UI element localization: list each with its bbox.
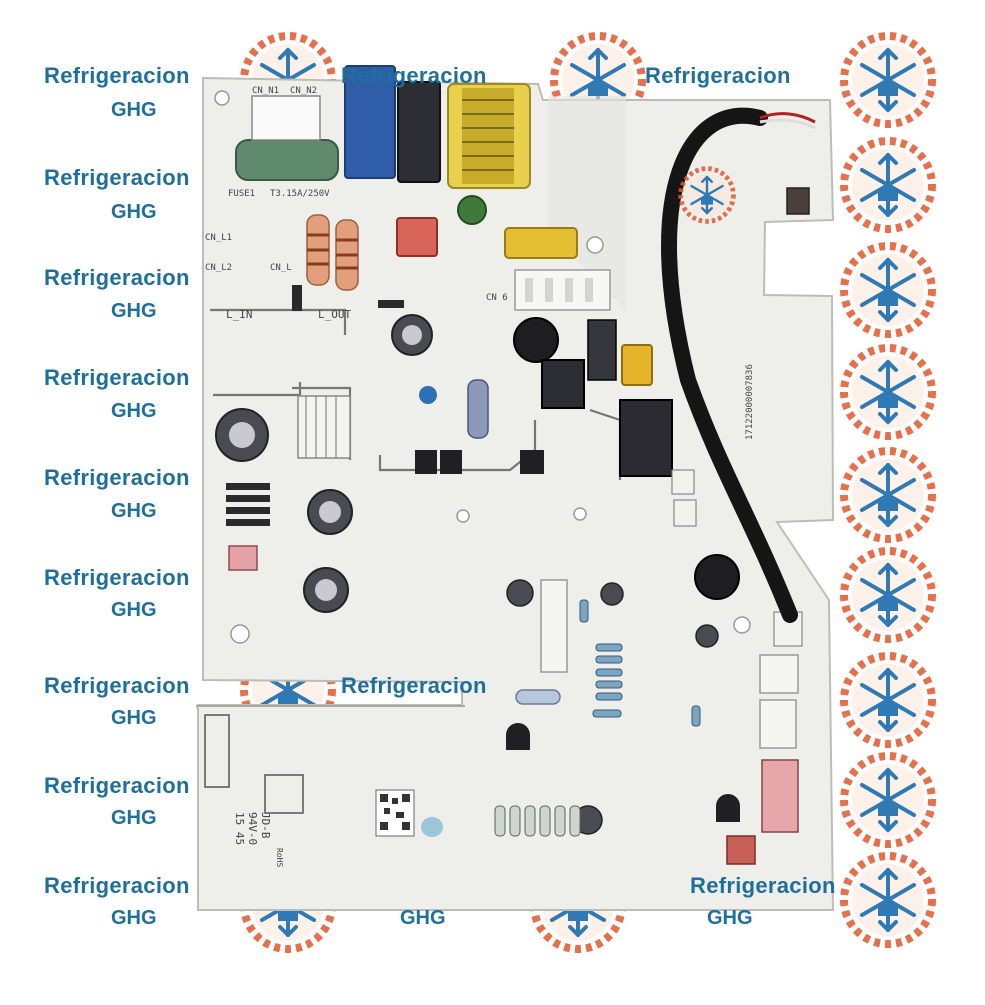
watermark-ghg: GHG: [111, 500, 157, 522]
sensor-cable: [661, 107, 798, 623]
components: [204, 65, 810, 865]
watermark-brand: Refrigeracion: [44, 165, 190, 190]
watermark-ghg: GHG: [111, 201, 157, 223]
silk-l-out: L_OUT: [318, 308, 351, 321]
watermark-ghg: GHG: [111, 300, 157, 322]
watermark-brand: Refrigeracion: [341, 63, 487, 88]
silk-vertical-code: 17122000007836: [745, 364, 755, 440]
silk-cn6: CN 6: [486, 293, 508, 303]
silk-fuse: FUSE1: [228, 189, 255, 199]
watermark-ghg: GHG: [111, 400, 157, 422]
silk-cn-l: CN_L: [270, 263, 292, 273]
silk-cn-l1: CN_L1: [205, 233, 232, 243]
watermark-ghg: GHG: [111, 707, 157, 729]
watermark-brand: Refrigeracion: [44, 465, 190, 490]
silk-fuse-rating: T3.15A/250V: [270, 189, 330, 199]
watermark-ghg: GHG: [707, 907, 753, 929]
silk-date-code: 15 45: [233, 812, 246, 845]
silk-ul-mark: 94V-0: [246, 812, 259, 845]
silk-cn-l2: CN_L2: [205, 263, 232, 273]
silk-cn-n1: CN_N1: [252, 86, 279, 96]
watermark-ghg: GHG: [111, 99, 157, 121]
watermark-brand: Refrigeracion: [690, 873, 836, 898]
watermark-brand: Refrigeracion: [44, 365, 190, 390]
watermark-brand: Refrigeracion: [645, 63, 791, 88]
silk-rohs: RoHS: [275, 848, 284, 867]
watermark-brand: Refrigeracion: [44, 63, 190, 88]
watermark-brand: Refrigeracion: [44, 673, 190, 698]
watermark-ghg: GHG: [111, 599, 157, 621]
silk-l-in: L_IN: [226, 308, 253, 321]
mounting-holes: [214, 90, 751, 644]
watermark-ghg: GHG: [400, 907, 446, 929]
watermark-brand: Refrigeracion: [44, 565, 190, 590]
silk-brand-mark: JD-B: [259, 812, 272, 839]
watermark-brand: Refrigeracion: [44, 773, 190, 798]
watermark-ghg: GHG: [111, 807, 157, 829]
silk-cn-n2: CN_N2: [290, 86, 317, 96]
watermark-brand: Refrigeracion: [44, 265, 190, 290]
silkscreen: FUSE1 T3.15A/250V CN_N1 CN_N2 CN_L1 CN_L…: [205, 86, 755, 867]
watermark-ghg: GHG: [111, 907, 157, 929]
watermark-brand: Refrigeracion: [341, 673, 487, 698]
watermark-brand: Refrigeracion: [44, 873, 190, 898]
